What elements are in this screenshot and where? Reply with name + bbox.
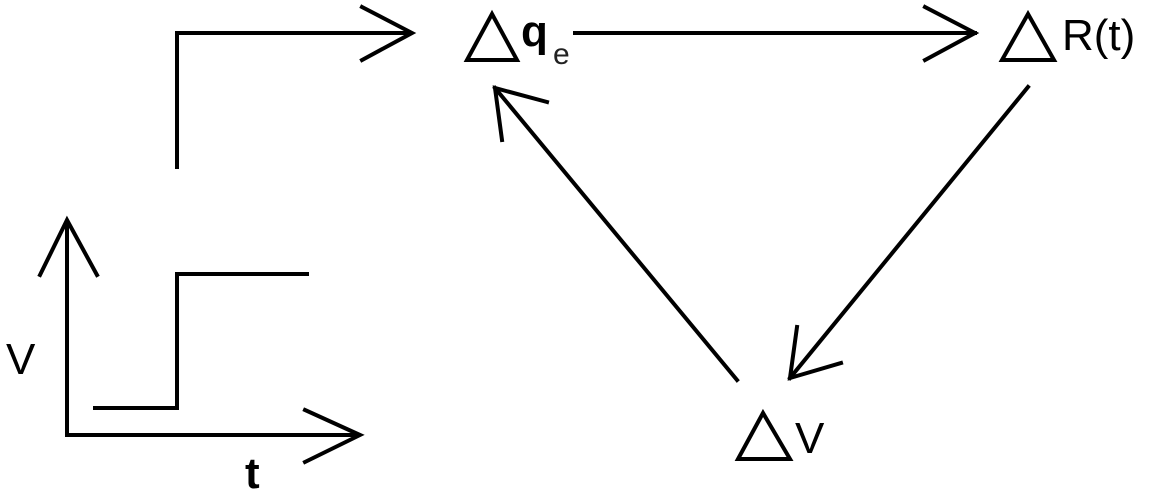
- resistance-label: R(t): [1062, 11, 1136, 60]
- input-arrow-line: [175, 31, 412, 169]
- arrowhead-voltage-to-charge: [492, 85, 550, 143]
- delta-resistance-icon: [998, 9, 1058, 62]
- arrow-resistance-to-voltage: [787, 84, 1031, 381]
- charge-subscript: e: [553, 38, 570, 71]
- delta-voltage-icon: [734, 408, 794, 461]
- voltage-label: V: [795, 414, 825, 463]
- step-function-curve: [93, 272, 309, 410]
- x-axis-arrowhead: [302, 407, 365, 465]
- delta-charge-icon: [463, 9, 521, 62]
- step-plot-x-label: t: [245, 449, 260, 498]
- charge-symbol: q: [521, 7, 548, 56]
- input-arrowhead: [359, 4, 417, 63]
- arrowhead-resistance-to-voltage: [787, 324, 844, 381]
- arrow-voltage-to-charge: [492, 85, 740, 383]
- step-plot-y-label: V: [6, 335, 36, 384]
- y-axis-arrowhead: [37, 215, 100, 278]
- arrowhead-charge-to-resistance: [922, 4, 980, 63]
